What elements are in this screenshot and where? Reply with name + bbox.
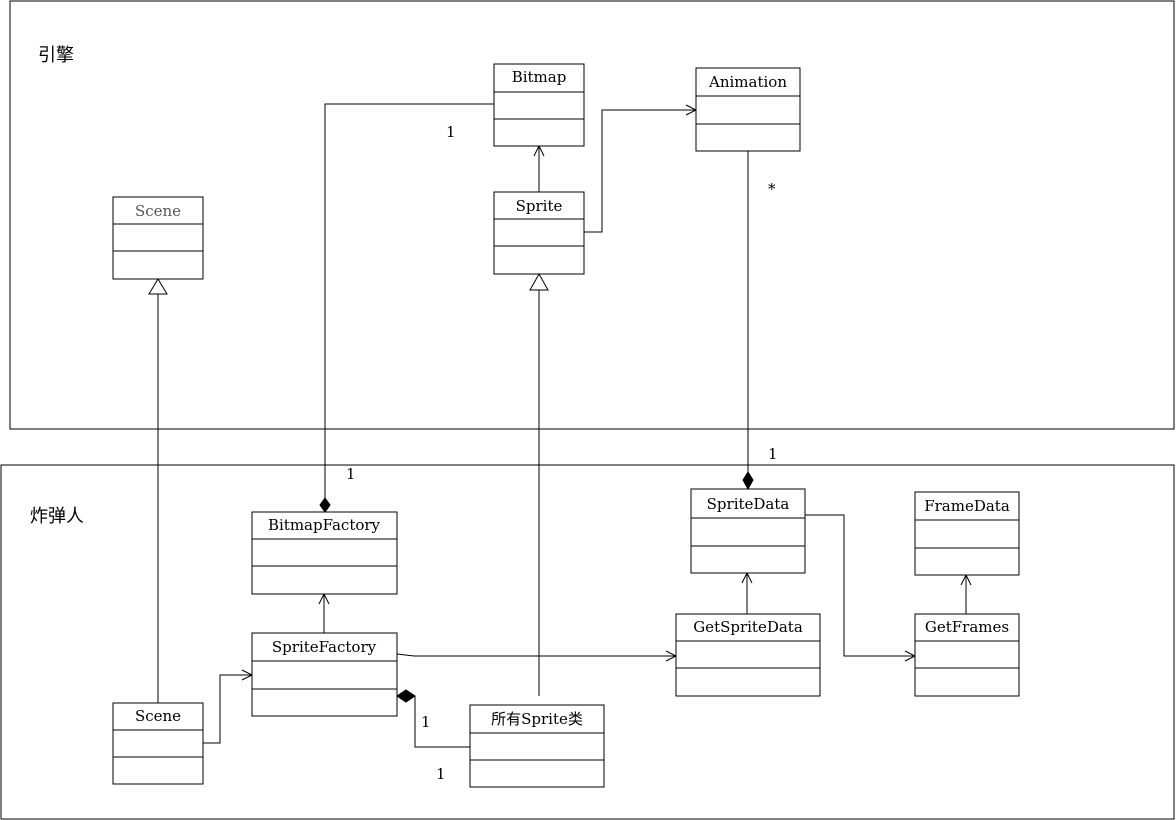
connector-sprite-animation [584, 109, 696, 233]
class-animation-name: Animation [708, 73, 787, 91]
class-scene-game: Scene [112, 702, 204, 785]
class-sprite: Sprite [493, 191, 585, 275]
package-engine-label: 引擎 [38, 45, 74, 66]
connector-spritedata-getframes [805, 514, 915, 657]
class-bitmap-name: Bitmap [512, 68, 567, 86]
package-game-label: 炸弹人 [30, 506, 84, 527]
class-framedata-name: FrameData [924, 497, 1010, 515]
connector-spritefactory-getspritedata [396, 653, 676, 657]
class-bitmap: Bitmap [493, 63, 585, 147]
class-spritefactory: SpriteFactory [251, 632, 398, 717]
class-spritedata: SpriteData [690, 488, 806, 574]
multiplicity-spritedata-end: 1 [768, 445, 778, 463]
class-getframes: GetFrames [914, 613, 1020, 697]
class-scene-engine: Scene [112, 196, 204, 280]
class-getframes-name: GetFrames [925, 618, 1009, 636]
class-getspritedata: GetSpriteData [675, 613, 821, 697]
class-all-sprites: 所有Sprite类 [469, 704, 605, 788]
package-engine: 引擎 [9, 0, 1175, 430]
connector-scene-spritefactory [203, 674, 252, 744]
multiplicity-bitmapfactory-end: 1 [346, 465, 356, 483]
connector-bitmap-bitmapfactory [324, 103, 494, 498]
arrowhead-inheritance [529, 272, 549, 291]
connectors [157, 103, 967, 748]
multiplicity-bitmap-end: 1 [446, 123, 456, 141]
class-getspritedata-name: GetSpriteData [693, 618, 803, 636]
class-bitmapfactory: BitmapFactory [251, 511, 398, 595]
multiplicity-spritefactory-comp-end: 1 [421, 713, 431, 731]
class-scene-engine-name: Scene [135, 202, 181, 220]
multiplicity-animation-end: * [768, 180, 776, 198]
composition-diamond [396, 689, 416, 703]
class-framedata: FrameData [914, 491, 1020, 576]
class-spritefactory-name: SpriteFactory [272, 638, 377, 656]
class-sprite-name: Sprite [516, 197, 563, 215]
class-spritedata-name: SpriteData [707, 495, 790, 513]
class-all-sprites-name: 所有Sprite类 [491, 710, 583, 728]
arrowhead-inheritance [148, 278, 168, 295]
multiplicities: 1 1 * 1 1 1 [346, 123, 778, 783]
class-scene-game-name: Scene [135, 707, 181, 725]
class-animation: Animation [695, 67, 801, 152]
class-bitmapfactory-name: BitmapFactory [268, 516, 381, 534]
multiplicity-allsprites-end: 1 [436, 765, 446, 783]
connector-spritefactory-allsprites [414, 696, 470, 748]
